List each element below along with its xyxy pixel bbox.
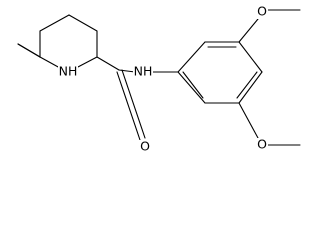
carbonyl-to-amide-n-bond xyxy=(118,69,136,73)
methoxy-oxygen-top-bg xyxy=(256,5,268,19)
benzene-bond-4 xyxy=(238,71,263,104)
benzene-inner-2 xyxy=(236,71,258,99)
carbonyl-oxygen-label: O xyxy=(140,139,150,154)
methyl-bond xyxy=(17,43,41,58)
methoxy-top-bond-1 xyxy=(238,18,259,43)
carbonyl-oxygen-bg xyxy=(139,140,151,154)
methoxy-oxygen-top-label: O xyxy=(257,4,267,19)
benzene-bond-3 xyxy=(238,41,263,73)
bond-layer xyxy=(17,9,301,146)
methoxy-oxygen-bottom-label: O xyxy=(257,137,267,152)
amide-nitrogen-label: NH xyxy=(134,64,153,79)
ring-bond-c6-n1 xyxy=(39,56,61,69)
benzene-bond-1 xyxy=(177,41,206,73)
carbonyl-double-bond-a xyxy=(116,71,141,141)
structure-diagram: NH NH O O O xyxy=(17,4,301,154)
ring-bond-n1-c2 xyxy=(75,56,98,69)
ring-nitrogen-label: NH xyxy=(59,64,78,79)
benzene-bond-6 xyxy=(177,71,206,104)
molecule-svg: NH NH O O O xyxy=(17,4,301,154)
benzene-inner-3 xyxy=(182,71,204,99)
amide-nitrogen-bg xyxy=(133,64,153,80)
ring-bond-c4-c5 xyxy=(39,14,70,32)
carbonyl-double-bond-b xyxy=(121,69,146,139)
ring-nitrogen-bg xyxy=(58,64,78,80)
label-layer: NH NH O O O xyxy=(58,4,268,154)
methoxy-bottom-bond-1 xyxy=(238,102,259,139)
ring-bond-c3-c4 xyxy=(68,14,98,32)
methoxy-oxygen-bottom-bg xyxy=(256,138,268,152)
ring-to-carbonyl-bond xyxy=(96,56,120,71)
